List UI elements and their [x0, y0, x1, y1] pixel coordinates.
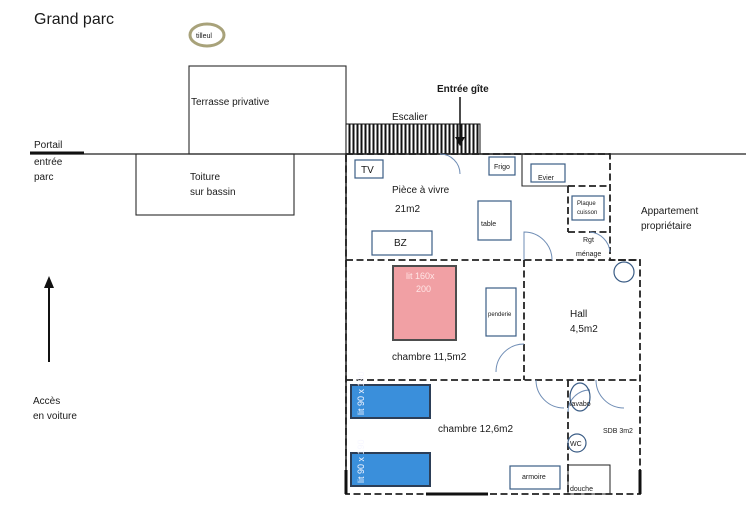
living-room-area: 21m2 — [395, 204, 420, 215]
bedroom2-label: chambre 12,6m2 — [438, 424, 513, 435]
stairs-label: Escalier — [392, 112, 428, 123]
tv-label: TV — [361, 165, 374, 176]
single-bed-2 — [350, 452, 431, 487]
double-bed-label-2: 200 — [416, 284, 431, 294]
fridge-box — [488, 156, 516, 176]
tv-box — [354, 159, 384, 179]
hob-box — [571, 195, 605, 221]
entrance-label: Entrée gîte — [437, 84, 489, 95]
hob-label-1: Plaque — [577, 201, 596, 207]
table-label: table — [481, 221, 496, 228]
owner-apartment-label-2: propriétaire — [641, 221, 692, 232]
wc-label: WC — [570, 441, 582, 448]
hob-label-2: cuisson — [577, 210, 597, 216]
door-swing-bathroom-2 — [595, 379, 625, 409]
closet-label: armoire — [522, 474, 546, 481]
roof-label-2: sur bassin — [190, 187, 236, 198]
door-swing-bedroom2 — [535, 379, 565, 409]
terrace-area — [188, 65, 347, 155]
washbasin-icon — [569, 382, 591, 412]
bedroom1-label: chambre 11,5m2 — [392, 352, 467, 363]
sink-box — [530, 163, 566, 183]
double-bed-label-1: lit 160x — [406, 271, 435, 281]
washbasin-label: lavabo — [570, 401, 591, 408]
terrace-label: Terrasse privative — [191, 97, 270, 108]
wc-icon — [567, 433, 587, 453]
hall-round-icon — [613, 261, 635, 283]
sofa-bed-box — [371, 230, 433, 256]
kitchen-counter — [521, 154, 568, 187]
shower-label: douche — [570, 486, 593, 493]
gite-walls-thick — [345, 153, 610, 494]
storage-label-1: Rgt — [583, 237, 594, 244]
fridge-label: Frigo — [494, 164, 510, 171]
hall-area: 4,5m2 — [570, 324, 598, 335]
car-arrow-icon — [44, 276, 54, 288]
car-access-label: Accès — [33, 396, 60, 407]
gate-label: Portail — [34, 140, 62, 151]
living-room-label: Pièce à vivre — [392, 185, 450, 196]
bathroom-label: SDB 3m2 — [603, 428, 633, 435]
table-box — [477, 200, 512, 241]
roof-label-1: Toiture — [190, 172, 220, 183]
shower-box — [567, 464, 611, 495]
roof-area — [135, 153, 295, 216]
sofa-bed-label: BZ — [394, 238, 407, 249]
wardrobe-label: penderie — [488, 312, 512, 318]
door-swing-bathroom — [567, 389, 591, 413]
tree-label: tilleul — [196, 33, 212, 40]
closet-box — [509, 465, 561, 490]
car-access-label-2: en voiture — [33, 411, 77, 422]
double-bed — [392, 265, 457, 341]
door-swing-storage — [589, 231, 611, 253]
sink-label: Evier — [538, 175, 555, 182]
owner-apartment-label: Appartement — [641, 206, 698, 217]
tree-outline — [188, 22, 226, 48]
wardrobe-box — [485, 287, 517, 337]
entrance-arrow-icon — [455, 137, 465, 146]
gate-label-3: parc — [34, 172, 53, 183]
plan-title: Grand parc — [34, 11, 114, 28]
interior-walls — [346, 185, 640, 494]
door-swing-bedroom1 — [495, 343, 525, 373]
hall-label: Hall — [570, 309, 587, 320]
single-bed-2-label: lit 90 x 190 — [356, 439, 366, 483]
single-bed-1 — [350, 384, 431, 419]
window-accents — [344, 470, 642, 496]
storage-label-2: ménage — [576, 251, 601, 258]
door-swing-entrance — [439, 153, 461, 175]
gate-label-2: entrée — [34, 157, 63, 168]
single-bed-1-label: lit 90 x 190 — [356, 371, 366, 415]
door-swing-living — [523, 231, 553, 261]
